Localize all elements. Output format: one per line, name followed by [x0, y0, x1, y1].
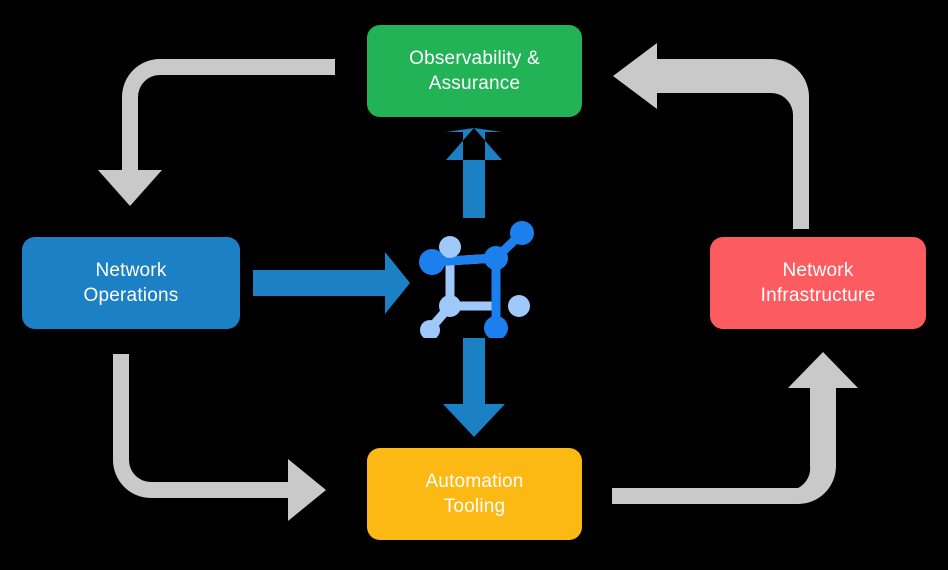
node-box-automation-tooling[interactable]: Automation Tooling: [367, 448, 582, 540]
topology-node-topright-dark: [510, 221, 534, 245]
node-box-observability-assurance[interactable]: Observability & Assurance: [367, 25, 582, 117]
elbow-arrow-observability-to-operations: [98, 59, 335, 206]
topology-node-midleft-light: [439, 295, 461, 317]
topology-node-bottom-dark: [484, 316, 508, 340]
topology-node-center-dark: [484, 246, 508, 270]
node-box-network-operations[interactable]: Network Operations: [22, 237, 240, 329]
network-topology-icon: [418, 218, 538, 340]
node-label-automation-tooling: Automation Tooling: [425, 471, 524, 517]
topology-node-left-dark: [419, 249, 445, 275]
arrow-right-ops-to-center: [253, 252, 410, 314]
node-box-network-infrastructure[interactable]: Network Infrastructure: [710, 237, 926, 329]
elbow-arrow-infrastructure-to-observability: [613, 43, 809, 229]
node-label-network-infrastructure: Network Infrastructure: [760, 260, 876, 306]
node-label-network-operations: Network Operations: [83, 260, 179, 306]
node-label-observability-assurance: Observability & Assurance: [409, 48, 540, 94]
topology-node-top-light: [439, 236, 461, 258]
topology-node-right-light: [508, 295, 530, 317]
elbow-arrow-automation-to-infrastructure: [612, 352, 858, 504]
network-topology-icon-svg: [419, 221, 534, 340]
topology-node-bottomleft-light: [420, 320, 440, 340]
topology-nodes: [419, 221, 534, 340]
arrow-up-center-to-observability: [446, 128, 502, 218]
elbow-arrow-operations-to-automation: [113, 354, 326, 521]
arrow-down-center-to-automation: [443, 338, 505, 437]
